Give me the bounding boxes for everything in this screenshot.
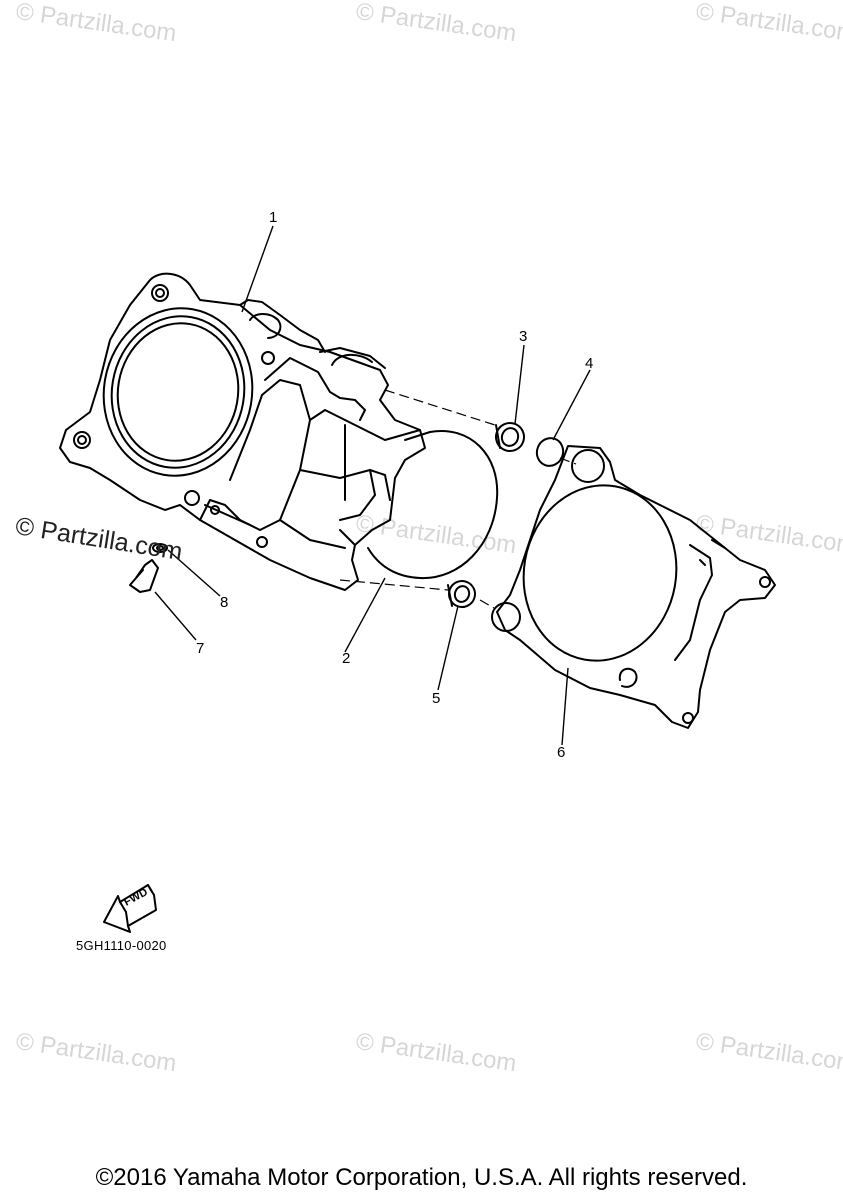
callout-3: 3 [519,328,528,345]
callout-1: 1 [269,209,278,226]
callout-6: 6 [557,744,566,761]
callout-7: 7 [196,640,205,657]
diagram-code: 5GH1110-0020 [76,938,167,953]
bolt-part [129,543,168,593]
callout-5: 5 [432,690,441,707]
cylinder-part [59,272,426,591]
o-ring-part [535,437,565,467]
callout-8: 8 [220,594,229,611]
fwd-arrow-icon [103,884,157,933]
callout-4: 4 [585,355,594,372]
dowel-pin-part [495,422,525,452]
callout-2: 2 [342,650,351,667]
base-gasket-part [491,445,776,729]
dowel-pin-lower-part [447,580,476,608]
copyright-notice: ©2016 Yamaha Motor Corporation, U.S.A. A… [95,1164,748,1191]
cylinder-gasket-part [367,430,499,580]
